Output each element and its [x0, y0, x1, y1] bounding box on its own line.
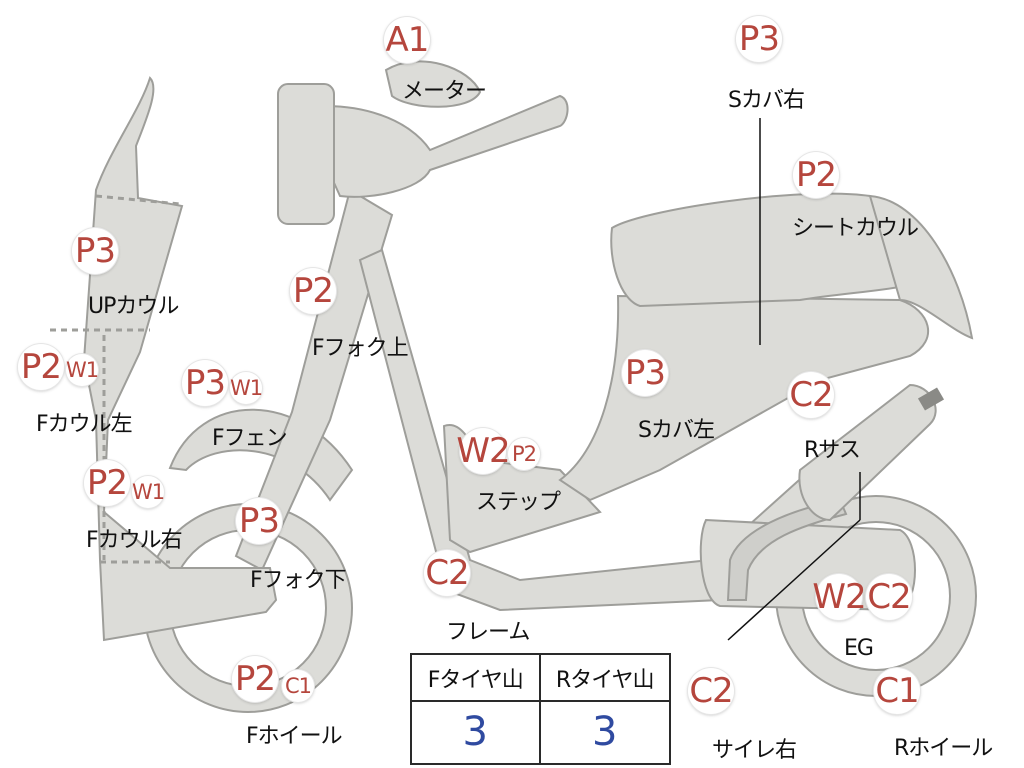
part-label: シートカウル: [792, 216, 919, 241]
code-badge: P2: [84, 460, 130, 506]
code-badge: P3: [182, 360, 228, 406]
meter-shape: [384, 60, 482, 108]
rear-tire-value: 3: [592, 708, 618, 755]
code-badge: C2: [688, 668, 734, 714]
code-badge-small: W1: [230, 372, 263, 404]
part-label: UPカウル: [88, 294, 179, 319]
code-badge: A1: [384, 17, 430, 63]
code-badge: C2: [866, 574, 912, 620]
code-badge-small: P2: [508, 438, 540, 470]
part-label: Sカバ右: [728, 88, 805, 113]
code-badge: P2: [18, 344, 64, 390]
handlebar-shape: [298, 94, 569, 198]
tire-tread-table: Fタイヤ山 Rタイヤ山 3 3: [410, 653, 671, 765]
rear-tire-header: Rタイヤ山: [555, 667, 655, 693]
part-label: Fカウル右: [86, 528, 183, 553]
front-tire-value: 3: [462, 708, 488, 755]
code-badge: P3: [736, 16, 782, 62]
code-badge: P2: [232, 656, 278, 702]
front-cowl-shape: [82, 76, 278, 642]
code-badge: C2: [788, 372, 834, 418]
part-label: Fフェン: [212, 426, 288, 451]
code-badge-small: W1: [132, 476, 165, 508]
code-badge: C1: [874, 668, 920, 714]
code-badge: P3: [72, 228, 118, 274]
code-badge: P2: [793, 152, 839, 198]
part-label: Sカバ左: [638, 418, 715, 443]
code-badge: C2: [424, 550, 470, 596]
rear-suspension-shape: [798, 383, 937, 522]
part-label: Rホイール: [894, 736, 993, 761]
tire-table-header-row: Fタイヤ山 Rタイヤ山: [412, 655, 669, 702]
code-badge: W2: [812, 574, 867, 620]
part-label: ステップ: [476, 490, 561, 515]
part-label: EG: [844, 636, 874, 661]
tire-table-value-row: 3 3: [412, 700, 669, 763]
handle-grip-shape: [277, 83, 335, 225]
code-badge: P3: [236, 498, 282, 544]
part-label: フレーム: [446, 620, 530, 645]
code-badge-small: W1: [66, 354, 99, 386]
code-badge-small: C1: [282, 670, 314, 702]
code-badge: P2: [290, 268, 336, 314]
part-label: Rサス: [804, 438, 861, 463]
part-label: サイレ右: [712, 738, 797, 763]
side-cover-shape: [558, 294, 930, 502]
part-label: メーター: [402, 79, 487, 104]
front-tire-header: Fタイヤ山: [427, 667, 524, 693]
part-label: Fフォク上: [312, 336, 409, 361]
code-badge: W2: [456, 428, 511, 474]
part-label: Fカウル左: [36, 412, 133, 437]
part-label: Fホイール: [246, 724, 343, 749]
seat-cowl-shape: [868, 194, 974, 340]
part-label: Fフォク下: [250, 568, 347, 593]
code-badge: P3: [622, 350, 668, 396]
